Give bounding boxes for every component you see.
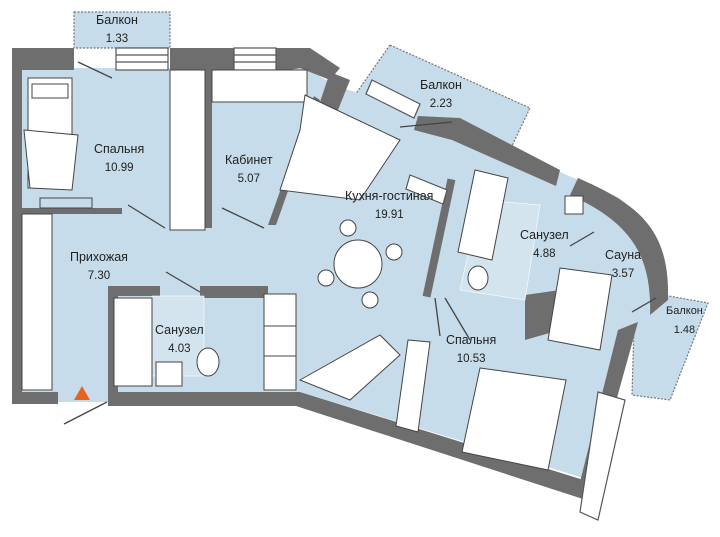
- room-label-kitchen-living: Кухня-гостиная 19.91: [345, 189, 433, 223]
- room-name: Спальня: [94, 142, 145, 156]
- room-area: 10.99: [104, 162, 134, 174]
- entrance-triangle-icon: [74, 386, 90, 400]
- bench: [39, 197, 93, 209]
- hallway-wardrobe: [21, 213, 53, 391]
- room-label-bathroom-1: Санузел 4.03: [155, 323, 204, 357]
- room-label-office: Кабинет 5.07: [225, 153, 273, 187]
- room-area: 4.88: [533, 248, 556, 260]
- room-area: 1.48: [673, 324, 696, 336]
- room-name: Санузел: [520, 228, 569, 242]
- room-name: Санузел: [155, 323, 204, 337]
- room-label-sauna: Сауна 3.57: [605, 248, 641, 282]
- room-label-balcony-1: Балкон 1.33: [96, 13, 138, 47]
- room-area: 19.91: [374, 209, 404, 221]
- room-area: 3.57: [611, 268, 635, 280]
- windows: [115, 47, 626, 521]
- room-label-bedroom-1: Спальня 10.99: [94, 142, 144, 176]
- office-desk: [211, 69, 308, 103]
- bedroom-2-wardrobe: [395, 339, 431, 433]
- room-name: Балкон: [666, 305, 703, 317]
- room-area: 10.53: [456, 353, 486, 365]
- kitchen-units: [263, 293, 401, 401]
- room-label-bathroom-2: Санузел 4.88: [520, 228, 569, 262]
- room-label-hallway: Прихожая 7.30: [70, 250, 128, 284]
- room-name: Кухня-гостиная: [345, 189, 434, 203]
- room-name: Сауна: [605, 248, 642, 262]
- bathroom-2-fixtures: [457, 169, 584, 291]
- room-name: Кабинет: [225, 153, 273, 167]
- balcony-3-area: [631, 289, 709, 401]
- bathroom-1-fixtures: [113, 297, 220, 387]
- room-name: Балкон: [96, 13, 138, 27]
- door-lines: [63, 61, 657, 425]
- bed-1: [23, 77, 79, 191]
- dining-table: [317, 219, 403, 309]
- room-label-balcony-3: Балкон 1.48: [666, 304, 703, 338]
- bedroom-desk-shelves: [169, 69, 206, 231]
- balcony-1-area: [73, 11, 171, 49]
- room-area: 1.33: [105, 33, 129, 45]
- room-label-balcony-2: Балкон 2.23: [420, 78, 462, 112]
- room-area: 2.23: [429, 98, 453, 110]
- room-name: Балкон: [420, 78, 462, 92]
- sauna-bench: [547, 267, 613, 351]
- room-area: 7.30: [87, 270, 111, 282]
- room-label-bedroom-2: Спальня 10.53: [446, 333, 496, 367]
- bed-2: [461, 367, 567, 471]
- room-name: Спальня: [446, 333, 497, 347]
- room-area: 5.07: [237, 173, 260, 185]
- room-area: 4.03: [168, 343, 191, 355]
- sofa: [279, 94, 401, 201]
- room-name: Прихожая: [70, 250, 128, 264]
